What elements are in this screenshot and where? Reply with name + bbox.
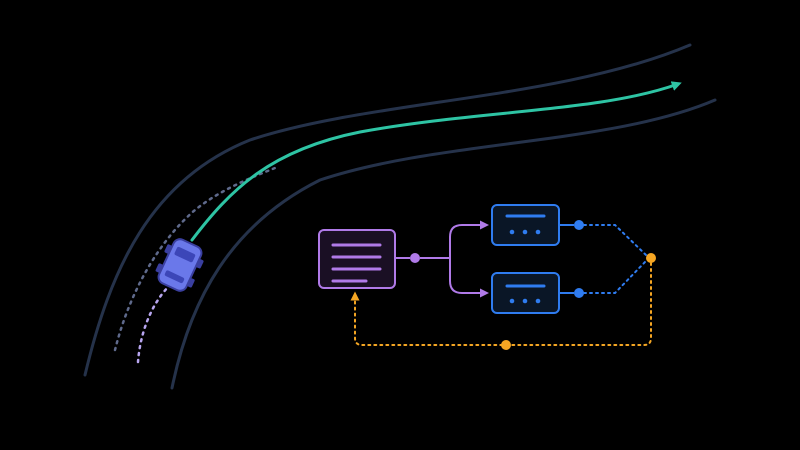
car-top-view-icon bbox=[155, 238, 204, 292]
branch-lower-card bbox=[491, 272, 560, 314]
upper-merge-line bbox=[583, 224, 647, 256]
dots-card-icon bbox=[505, 284, 546, 304]
text-lines-icon bbox=[331, 243, 382, 283]
road-right-edge bbox=[170, 98, 717, 390]
upper-output-node bbox=[574, 220, 584, 230]
aggregate-node bbox=[646, 253, 656, 263]
predicted-trajectory-arrow bbox=[190, 81, 682, 242]
vehicle bbox=[155, 238, 204, 292]
lower-output-node bbox=[574, 288, 584, 298]
dots-card-icon bbox=[505, 214, 546, 235]
branch-lower-arrow bbox=[449, 258, 489, 298]
branch-upper-card bbox=[491, 204, 560, 246]
vehicle-history-trail bbox=[136, 283, 172, 364]
road-left-edge bbox=[83, 43, 692, 377]
branch-upper-arrow bbox=[449, 220, 489, 258]
encoder-block bbox=[318, 229, 396, 289]
lower-merge-line bbox=[583, 260, 647, 294]
split-node bbox=[410, 253, 420, 263]
feedback-midpoint-node bbox=[501, 340, 511, 350]
